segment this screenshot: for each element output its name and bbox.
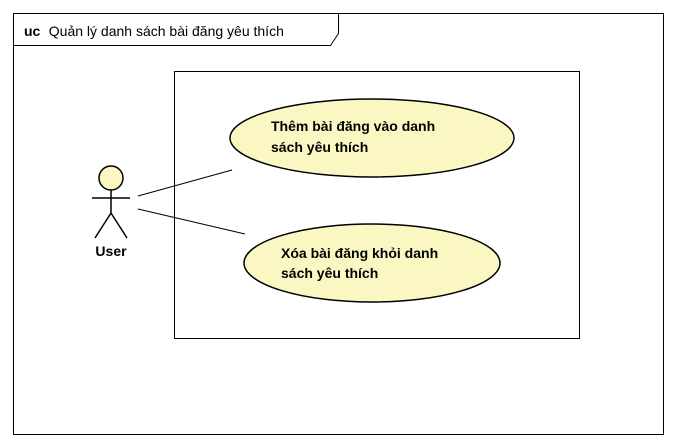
actor-head — [98, 165, 124, 191]
actor-label: User — [95, 243, 127, 259]
use-case-label-line2: sách yêu thích — [281, 265, 378, 281]
frame-keyword: uc — [24, 23, 41, 39]
frame-name: Quản lý danh sách bài đăng yêu thích — [49, 23, 284, 39]
use-case-label-line2: sách yêu thích — [271, 139, 368, 155]
association-line-2 — [137, 208, 246, 235]
frame-title: uc Quản lý danh sách bài đăng yêu thích — [24, 23, 284, 40]
actor-user[interactable]: User — [92, 165, 130, 259]
actor-right-leg — [110, 212, 128, 239]
use-case-remove-favorite[interactable]: Xóa bài đăng khỏi danh sách yêu thích — [243, 223, 501, 303]
use-case-label-line1: Thêm bài đăng vào danh — [271, 118, 435, 134]
use-case-ellipse — [229, 98, 515, 178]
frame-title-tab — [13, 13, 339, 46]
actor-left-leg — [94, 212, 112, 239]
use-case-add-favorite[interactable]: Thêm bài đăng vào danh sách yêu thích — [229, 98, 515, 178]
association-line-1 — [137, 169, 233, 197]
use-case-ellipse — [243, 223, 501, 303]
use-case-label-line1: Xóa bài đăng khỏi danh — [281, 245, 438, 261]
